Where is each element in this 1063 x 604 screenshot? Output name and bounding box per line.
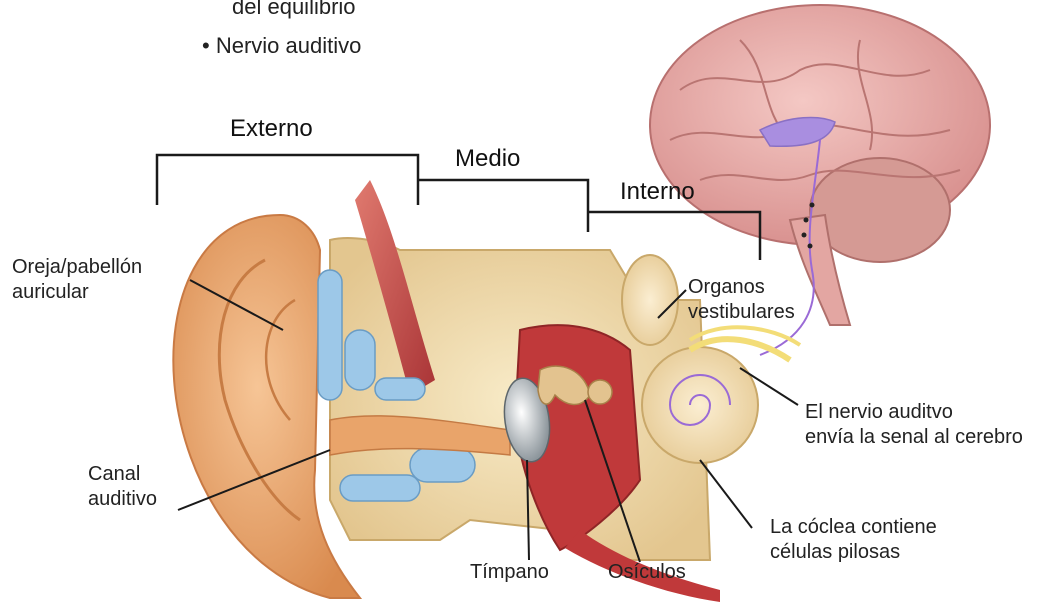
section-externo: Externo	[230, 115, 313, 143]
label-canal-line2: auditivo	[88, 487, 157, 511]
label-nervio-line1: El nervio auditvo	[805, 400, 953, 424]
label-coclea-line1: La cóclea contiene	[770, 515, 937, 539]
section-interno: Interno	[620, 178, 695, 206]
section-medio: Medio	[455, 145, 520, 173]
label-oreja-line2: auricular	[12, 280, 89, 304]
label-osiculos: Osículos	[608, 560, 686, 584]
label-nervio-line2: envía la senal al cerebro	[805, 425, 1023, 449]
label-organos-line1: Organos	[688, 275, 765, 299]
cartilage-shape	[318, 270, 342, 400]
bullet-nervio-auditivo: • Nervio auditivo	[202, 33, 361, 59]
label-coclea-line2: células pilosas	[770, 540, 900, 564]
cochlea-shape	[642, 347, 758, 463]
label-oreja-line1: Oreja/pabellón	[12, 255, 142, 279]
label-timpano: Tímpano	[470, 560, 549, 584]
bullet-equilibrio: del equilibrio	[232, 0, 356, 20]
label-organos-line2: vestibulares	[688, 300, 795, 324]
label-canal-line1: Canal	[88, 462, 140, 486]
